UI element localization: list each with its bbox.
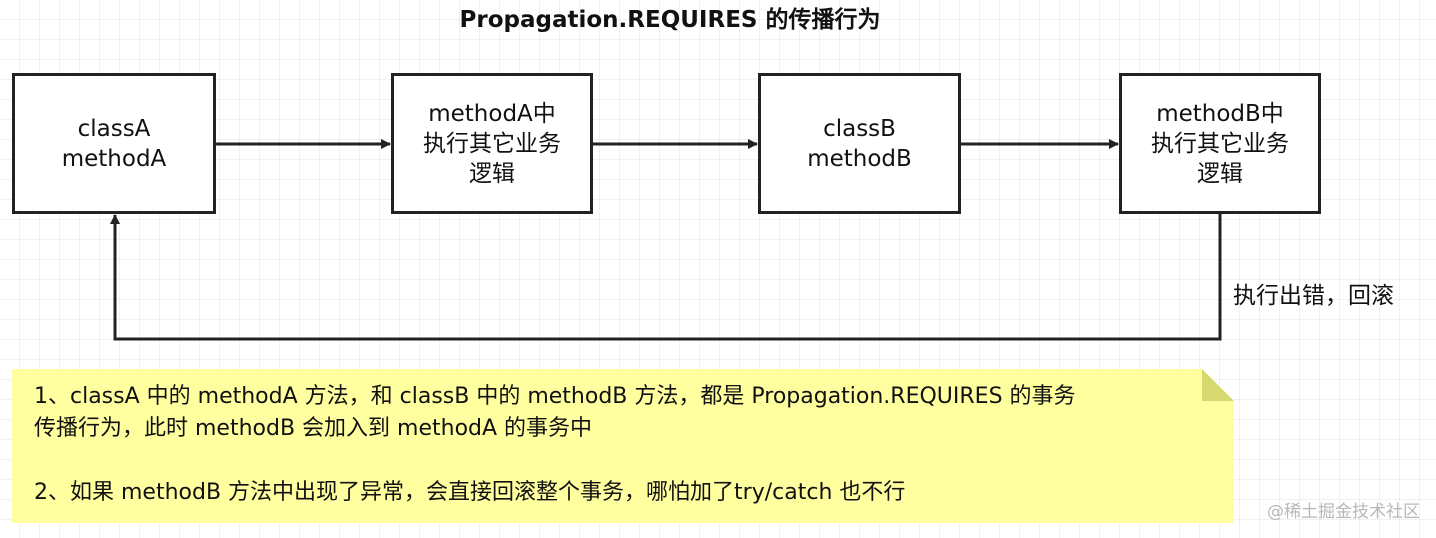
node-label-line: classB — [823, 115, 896, 142]
node-label-line: methodB中 — [1156, 100, 1284, 127]
node-label-line: methodA — [61, 145, 167, 172]
note-line: 2、如果 methodB 方法中出现了异常，会直接回滚整个事务，哪怕加了try/… — [34, 480, 906, 505]
watermark: @稀土掘金技术社区 — [1267, 502, 1420, 522]
node-methodA-logic[interactable]: methodA中 执行其它业务 逻辑 — [391, 73, 593, 214]
node-label-line: methodB — [807, 145, 912, 172]
node-label-line: classA — [77, 115, 151, 142]
node-label-line: 逻辑 — [1197, 160, 1243, 187]
node-methodB-logic[interactable]: methodB中 执行其它业务 逻辑 — [1119, 73, 1321, 214]
node-label-line: methodA中 — [428, 100, 556, 127]
node-classB-methodB[interactable]: classB methodB — [758, 73, 961, 214]
note-background — [12, 369, 1234, 523]
note-line: 1、classA 中的 methodA 方法，和 classB 中的 metho… — [34, 384, 1076, 409]
note-line: 传播行为，此时 methodB 会加入到 methodA 的事务中 — [34, 416, 593, 441]
node-label-line: 执行其它业务 — [423, 130, 561, 157]
diagram-title: Propagation.REQUIRES 的传播行为 — [459, 7, 881, 33]
arrow-rollback-to-classA — [110, 214, 1222, 341]
node-classA-methodA[interactable]: classA methodA — [12, 73, 216, 214]
sticky-note[interactable]: 1、classA 中的 methodA 方法，和 classB 中的 metho… — [12, 369, 1234, 523]
node-label-line: 逻辑 — [469, 160, 515, 187]
rollback-edge-label: 执行出错，回滚 — [1233, 283, 1394, 309]
note-text: 1、classA 中的 methodA 方法，和 classB 中的 metho… — [34, 381, 1224, 509]
node-label-line: 执行其它业务 — [1151, 130, 1289, 157]
